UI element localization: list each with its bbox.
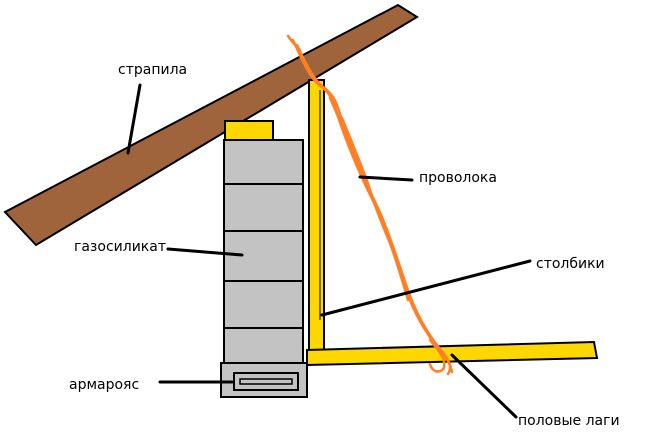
label-rafter: страпила bbox=[118, 62, 188, 78]
label-posts: столбики bbox=[536, 256, 605, 272]
vertical-post bbox=[308, 79, 325, 355]
wall-plate bbox=[224, 120, 274, 141]
leader-posts bbox=[320, 259, 532, 317]
aerated-block-wall bbox=[223, 139, 304, 364]
leader-joists bbox=[450, 353, 518, 419]
tie-wire bbox=[286, 34, 454, 376]
leader-rafter bbox=[126, 83, 142, 155]
label-floor-joists: половые лаги bbox=[518, 413, 620, 429]
label-wire: проволока bbox=[419, 170, 497, 186]
leader-lines bbox=[126, 83, 532, 419]
label-reinforced-belt: армарояс bbox=[69, 377, 140, 393]
leader-wire bbox=[358, 175, 414, 182]
leader-block bbox=[166, 247, 244, 257]
rafter-beam bbox=[3, 3, 419, 247]
reinforced-belt bbox=[220, 362, 308, 398]
label-aerated-block: газосиликат bbox=[74, 239, 166, 255]
